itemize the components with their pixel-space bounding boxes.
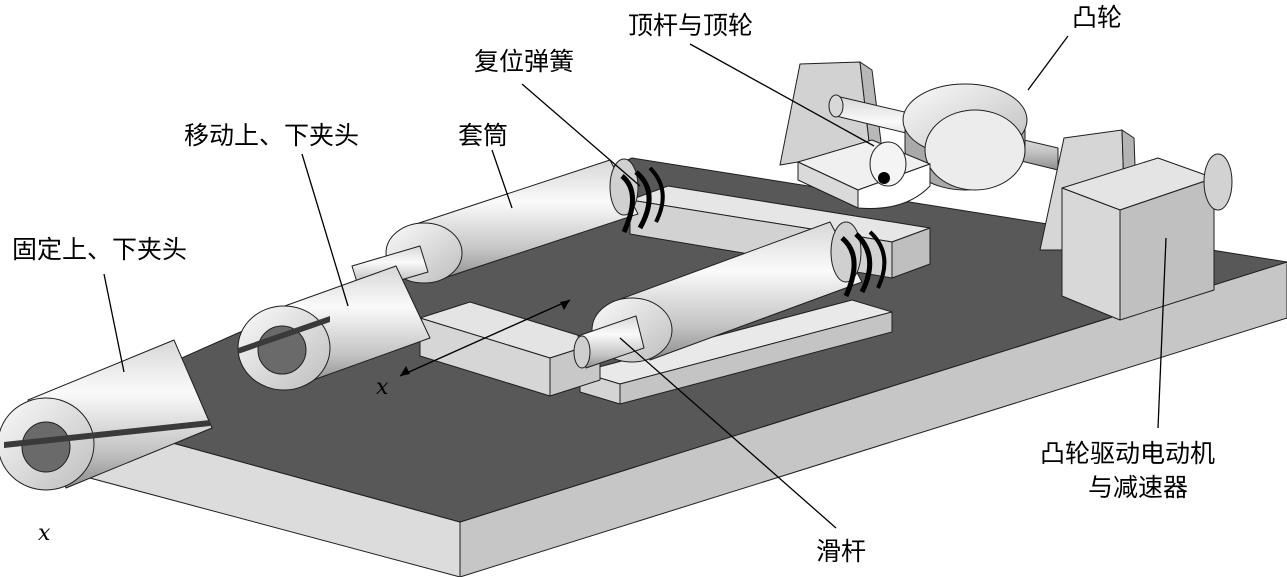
label-x-front: x <box>38 521 51 546</box>
label-slide-rod: 滑杆 <box>816 537 866 566</box>
leader-sleeve <box>491 149 513 209</box>
label-fixed-jaw: 固定上、下夹头 <box>12 235 187 264</box>
leader-cam <box>1027 35 1069 91</box>
leader-fixed-jaw <box>103 273 125 373</box>
leader-lines <box>103 35 1167 529</box>
moving-jaw <box>237 265 431 391</box>
rear-return-spring <box>620 166 665 234</box>
front-slide-rod <box>573 315 645 369</box>
label-push-rod-roller: 顶杆与顶轮 <box>628 11 753 40</box>
cam <box>902 83 1028 191</box>
labels: 固定上、下夹头 移动上、下夹头 套筒 复位弹簧 顶杆与顶轮 凸轮 凸轮驱动电动机… <box>12 3 1215 566</box>
label-return-spring: 复位弹簧 <box>474 47 574 76</box>
leader-slide-rod <box>619 337 837 529</box>
label-x-middle: x <box>376 375 389 400</box>
label-moving-jaw: 移动上、下夹头 <box>184 121 359 150</box>
label-sleeve: 套筒 <box>458 121 508 150</box>
leader-return-spring <box>521 83 641 187</box>
leader-moving-jaw <box>301 153 349 307</box>
fixed-jaw-slit <box>4 420 210 448</box>
label-cam: 凸轮 <box>1072 3 1122 32</box>
push-rod-block <box>797 139 931 210</box>
moving-jaw-slit <box>238 316 330 354</box>
label-motor-line2: 与减速器 <box>1088 473 1188 502</box>
roller-pin <box>878 172 890 184</box>
motor-and-reducer <box>1061 153 1233 321</box>
label-motor-line1: 凸轮驱动电动机 <box>1040 439 1215 468</box>
leader-motor <box>1157 237 1167 429</box>
fixed-jaw <box>0 339 213 491</box>
x-axis-arrow <box>399 299 571 377</box>
motor-shaft-end <box>1203 153 1233 211</box>
leader-push-rod <box>689 43 875 147</box>
front-return-spring <box>840 230 887 298</box>
fixed-jaw-bore <box>21 421 71 473</box>
